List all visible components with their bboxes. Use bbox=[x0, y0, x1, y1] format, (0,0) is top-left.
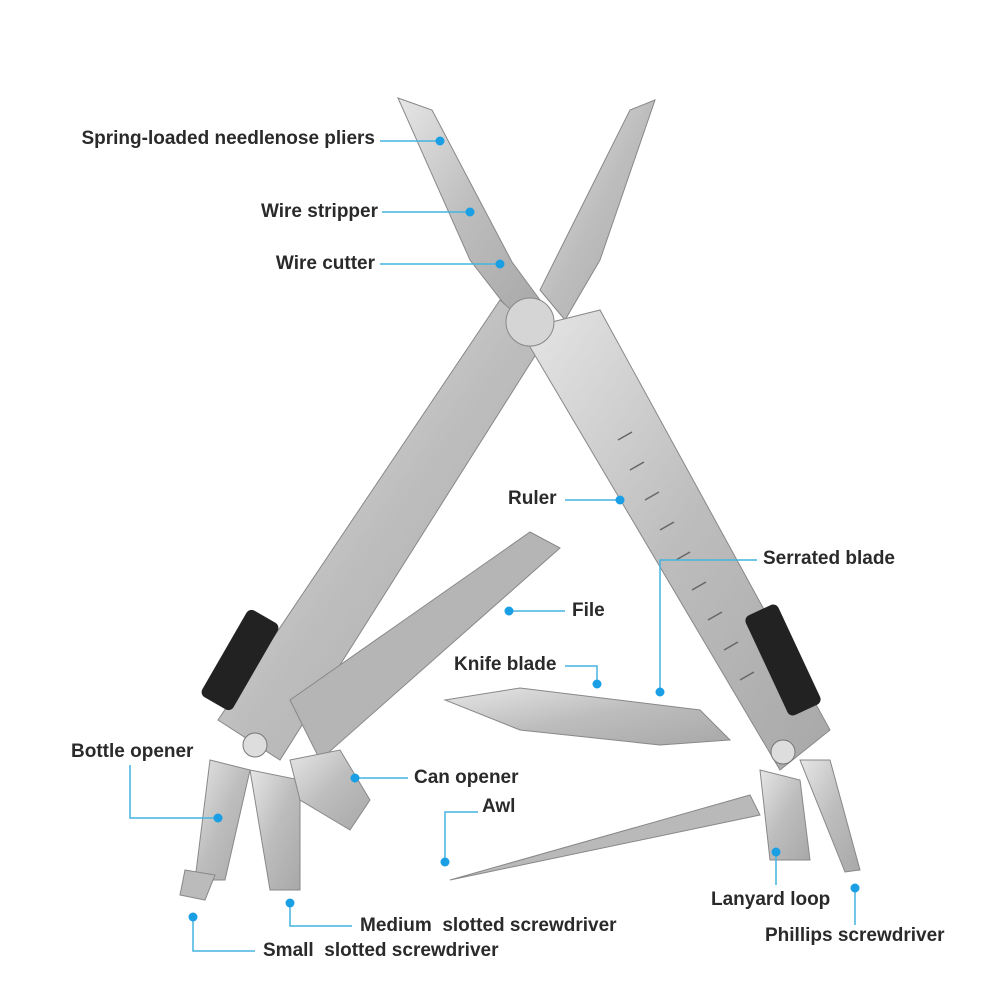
knife-blade-tool bbox=[443, 687, 732, 746]
label-medium-slotted-screwdriver: Medium slotted screwdriver bbox=[360, 915, 617, 936]
right-grip bbox=[745, 604, 821, 716]
label-small-slotted-screwdriver: Small slotted screwdriver bbox=[263, 940, 499, 961]
right-jaw bbox=[539, 99, 656, 321]
file-tool bbox=[289, 531, 561, 761]
leader-dots bbox=[188, 136, 860, 922]
pivot bbox=[505, 297, 555, 347]
leader-lines bbox=[129, 140, 856, 952]
label-wire-stripper: Wire stripper bbox=[260, 201, 378, 222]
label-knife-blade: Knife blade bbox=[454, 654, 557, 675]
label-wire-cutter: Wire cutter bbox=[275, 253, 375, 274]
left-grip bbox=[201, 609, 279, 711]
right-handle bbox=[519, 309, 831, 771]
label-file: File bbox=[572, 600, 605, 621]
label-pliers: Spring-loaded needlenose pliers bbox=[81, 128, 375, 149]
label-can-opener: Can opener bbox=[414, 767, 519, 788]
can-opener-tool bbox=[289, 749, 371, 831]
awl-tool bbox=[449, 794, 761, 881]
medium-screwdriver-tool bbox=[249, 769, 301, 891]
label-serrated-blade: Serrated blade bbox=[763, 548, 895, 569]
label-phillips-screwdriver: Phillips screwdriver bbox=[765, 925, 945, 946]
right-rivet bbox=[770, 739, 796, 765]
small-screwdriver-tool bbox=[179, 869, 216, 901]
label-ruler: Ruler bbox=[508, 488, 557, 509]
lanyard-tool bbox=[759, 769, 811, 861]
bottle-opener-tool bbox=[194, 759, 251, 881]
label-awl: Awl bbox=[482, 796, 516, 817]
ruler-ticks bbox=[617, 431, 755, 681]
label-bottle-opener: Bottle opener bbox=[71, 741, 194, 762]
left-rivet bbox=[242, 732, 268, 758]
phillips-tool bbox=[799, 759, 861, 873]
label-lanyard-loop: Lanyard loop bbox=[711, 889, 831, 910]
